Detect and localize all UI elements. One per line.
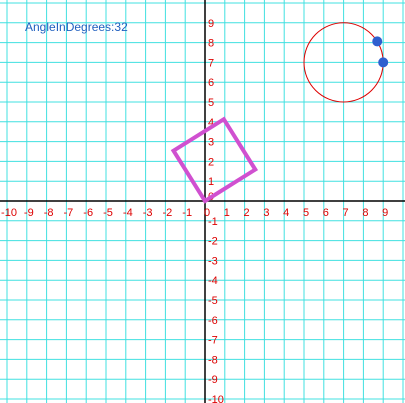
y-tick-label: 7	[208, 57, 214, 69]
angle-readout-label: AngleInDegrees:	[25, 20, 114, 34]
angle-readout-value: 32	[114, 20, 128, 34]
shapes-layer	[170, 22, 389, 204]
y-tick-label: -10	[208, 394, 224, 403]
handle-point[interactable]	[378, 57, 389, 68]
y-tick-label: 1	[208, 176, 214, 188]
x-tick-label: 4	[283, 207, 289, 219]
x-tick-label: 7	[343, 207, 349, 219]
x-tick-label: 2	[244, 207, 250, 219]
y-tick-label: 2	[208, 156, 214, 168]
handle-point[interactable]	[372, 36, 383, 47]
y-tick-label: 3	[208, 137, 214, 149]
x-tick-label: -4	[123, 207, 133, 219]
x-tick-label: -10	[1, 207, 17, 219]
x-tick-label: -5	[103, 207, 113, 219]
y-tick-label: 4	[208, 117, 214, 129]
x-tick-label: -7	[64, 207, 74, 219]
rotated-square	[170, 116, 259, 204]
y-tick-label: -5	[208, 295, 218, 307]
x-tick-label: 6	[323, 207, 329, 219]
y-tick-label: -4	[208, 275, 218, 287]
y-tick-label: 5	[208, 97, 214, 109]
x-tick-label: 8	[362, 207, 368, 219]
x-tick-label: -6	[83, 207, 93, 219]
y-tick-label: -1	[208, 216, 218, 228]
y-tick-label: 8	[208, 38, 214, 50]
y-tick-label: -9	[208, 374, 218, 386]
y-tick-label: 6	[208, 77, 214, 89]
y-tick-label: -2	[208, 236, 218, 248]
angle-readout: AngleInDegrees:32	[25, 20, 128, 34]
x-tick-label: -9	[24, 207, 34, 219]
y-tick-label: -8	[208, 354, 218, 366]
x-tick-label: 0	[204, 207, 210, 219]
x-tick-label: -8	[44, 207, 54, 219]
x-tick-label: -2	[163, 207, 173, 219]
x-tick-label: -3	[143, 207, 153, 219]
x-tick-label: 3	[263, 207, 269, 219]
y-tick-label: 9	[208, 18, 214, 30]
y-tick-label: -7	[208, 335, 218, 347]
x-tick-label: 9	[382, 207, 388, 219]
x-tick-label: 1	[224, 207, 230, 219]
x-tick-label: 5	[303, 207, 309, 219]
x-tick-label: -1	[182, 207, 192, 219]
y-tick-label: -3	[208, 255, 218, 267]
y-tick-label: -6	[208, 315, 218, 327]
